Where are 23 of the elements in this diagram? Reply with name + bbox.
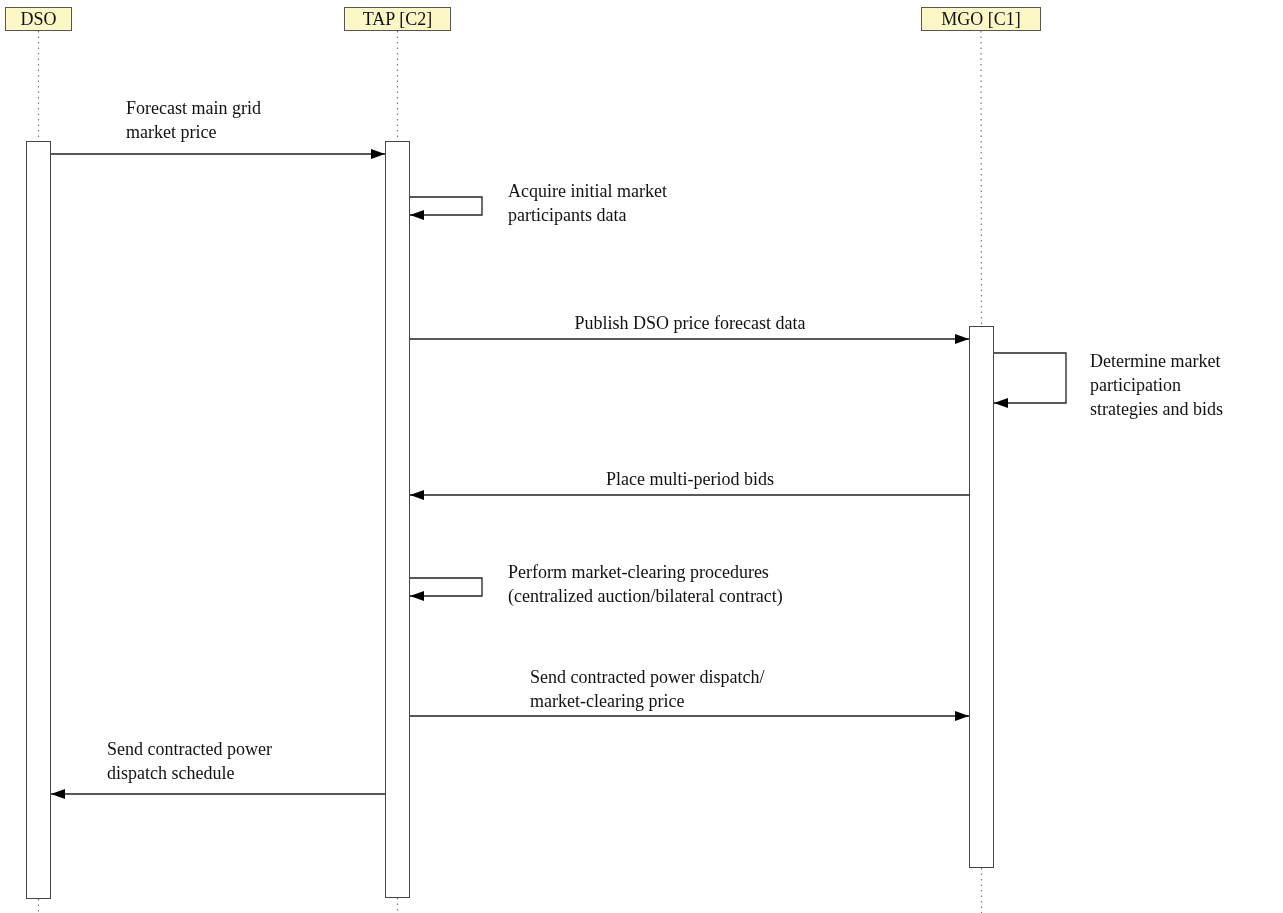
activation-bar — [26, 141, 51, 899]
message-label: Send contracted power dispatch/ market-clearing price — [530, 666, 766, 713]
message-arrow — [409, 490, 970, 500]
self-message-arrow — [409, 196, 483, 220]
participant-box: TAP [C2] — [344, 7, 451, 31]
participant-box: DSO — [5, 7, 72, 31]
participant-box: MGO [C1] — [921, 7, 1041, 31]
message-arrow — [409, 334, 970, 344]
message-label: Place multi-period bids — [605, 468, 775, 491]
message-arrow — [50, 149, 386, 159]
lifeline — [980, 30, 983, 327]
message-arrow — [50, 789, 386, 799]
message-label: Send contracted power dispatch schedule — [107, 738, 273, 785]
self-message-arrow — [409, 577, 483, 601]
self-message-arrow — [993, 352, 1067, 408]
message-label: Determine market participation strategies and bids — [1090, 350, 1224, 421]
message-arrow — [409, 711, 970, 721]
message-label: Acquire initial market participants data — [508, 180, 668, 227]
message-label: Forecast main grid market price — [126, 97, 262, 144]
activation-bar — [385, 141, 410, 898]
message-label: Publish DSO price forecast data — [573, 312, 807, 335]
message-label: Perform market-clearing procedures (centralized auction/bilateral contract) — [508, 561, 784, 608]
activation-bar — [969, 326, 994, 868]
